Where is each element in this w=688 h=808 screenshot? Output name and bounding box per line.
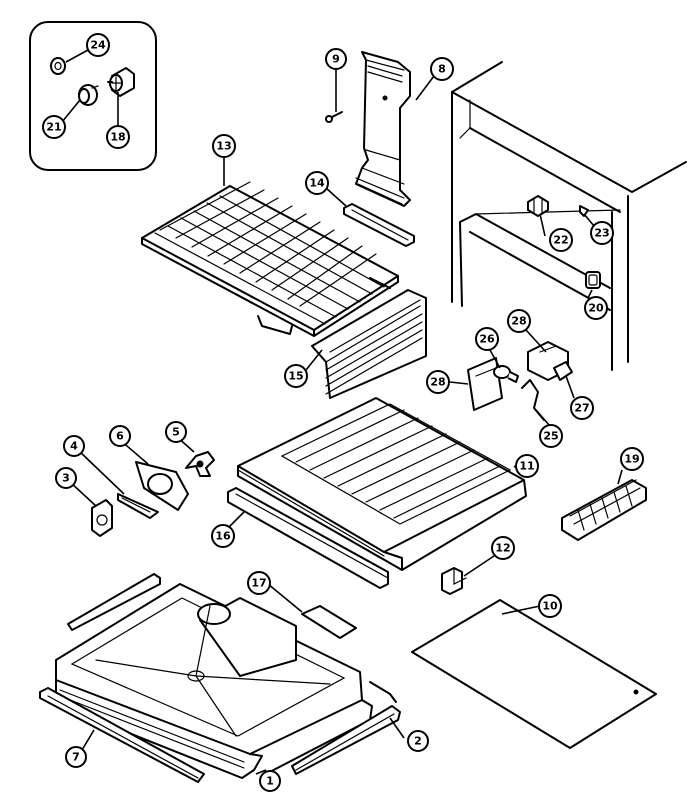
callout-17: 17 [247, 571, 271, 595]
part-16-rail [227, 487, 389, 589]
callout-2: 2 [407, 730, 429, 752]
callout-19: 19 [620, 447, 644, 471]
part-15-shelf-edge [311, 289, 427, 399]
callout-17-label: 17 [251, 577, 266, 590]
callout-24: 24 [86, 33, 110, 57]
callout-19-label: 19 [624, 453, 639, 466]
callout-10: 10 [538, 594, 562, 618]
callout-24-label: 24 [90, 39, 106, 52]
callout-28-lower-label: 28 [430, 376, 445, 389]
callout-11-label: 11 [519, 460, 534, 473]
callout-4: 4 [63, 435, 85, 457]
callout-13-label: 13 [216, 140, 231, 153]
cabinet-outline [451, 61, 687, 371]
part-17-filter [301, 605, 357, 639]
callout-3: 3 [55, 467, 77, 489]
part-20-switch [585, 271, 601, 289]
callout-20-label: 20 [588, 302, 604, 315]
callout-12: 12 [491, 536, 515, 560]
part-19-egg-tray [561, 479, 647, 541]
callout-21-label: 21 [46, 121, 61, 134]
part-28-light-shield [467, 357, 503, 411]
callout-26-label: 26 [479, 333, 495, 346]
callout-5: 5 [165, 421, 187, 443]
callout-21: 21 [42, 115, 66, 139]
part-10-panel [411, 599, 657, 749]
callout-25-label: 25 [543, 430, 558, 443]
callout-26: 26 [475, 327, 499, 351]
part-18-control [107, 67, 135, 97]
callout-28-lower: 28 [426, 370, 450, 394]
part-22-bracket [527, 195, 549, 217]
callout-15-label: 15 [288, 370, 303, 383]
part-5-fan-blade [185, 451, 215, 477]
callout-13: 13 [212, 134, 236, 158]
callout-8: 8 [430, 57, 454, 81]
part-24-nut [50, 57, 66, 75]
callout-9-label: 9 [332, 53, 340, 66]
callout-20: 20 [584, 296, 608, 320]
part-25-harness [521, 379, 545, 421]
part-8-panel [355, 51, 411, 207]
callout-2-label: 2 [414, 735, 422, 748]
callout-23: 23 [590, 221, 614, 245]
inset-box [29, 21, 157, 171]
callout-7: 7 [65, 746, 87, 768]
left-side-rail [67, 573, 161, 631]
callout-15: 15 [284, 364, 308, 388]
callout-12-label: 12 [495, 542, 510, 555]
part-23-clip [579, 205, 589, 217]
callout-28-upper-label: 28 [511, 315, 526, 328]
part-4-bracket [117, 493, 159, 519]
part-26-bulb [493, 365, 519, 383]
callout-6-label: 6 [116, 430, 124, 443]
callout-25: 25 [539, 424, 563, 448]
callout-22-label: 22 [553, 234, 568, 247]
part-2-side-rail [291, 681, 401, 775]
callout-10-label: 10 [542, 600, 558, 613]
part-14-bar [343, 203, 415, 247]
callout-18-label: 18 [110, 131, 125, 144]
callout-8-label: 8 [438, 63, 446, 76]
callout-27: 27 [570, 396, 594, 420]
part-1-bottom-tray [55, 583, 373, 779]
part-12-bracket [441, 567, 467, 595]
callout-14-label: 14 [309, 177, 325, 190]
callout-7-label: 7 [72, 751, 80, 764]
callout-3-label: 3 [62, 472, 70, 485]
callout-22: 22 [549, 228, 573, 252]
part-3-motor [91, 499, 113, 537]
callout-14: 14 [305, 171, 329, 195]
part-27-housing [553, 361, 573, 381]
part-21-knob [78, 84, 99, 106]
callout-16-label: 16 [215, 530, 231, 543]
part-6-shroud [135, 461, 189, 511]
callout-9: 9 [325, 48, 347, 70]
callout-23-label: 23 [594, 227, 609, 240]
callout-28-upper: 28 [507, 309, 531, 333]
part-13-wire-shelf [141, 181, 399, 337]
callout-27-label: 27 [574, 402, 589, 415]
callout-16: 16 [211, 524, 235, 548]
callout-11: 11 [515, 454, 539, 478]
callout-5-label: 5 [172, 426, 180, 439]
callout-4-label: 4 [70, 440, 78, 453]
part-11-crisper-cover [237, 397, 527, 571]
part-7-rail [39, 687, 205, 783]
callout-1-label: 1 [266, 775, 274, 788]
part-9-screw [325, 111, 343, 123]
callout-1: 1 [259, 770, 281, 792]
callout-6: 6 [109, 425, 131, 447]
callout-18: 18 [106, 125, 130, 149]
